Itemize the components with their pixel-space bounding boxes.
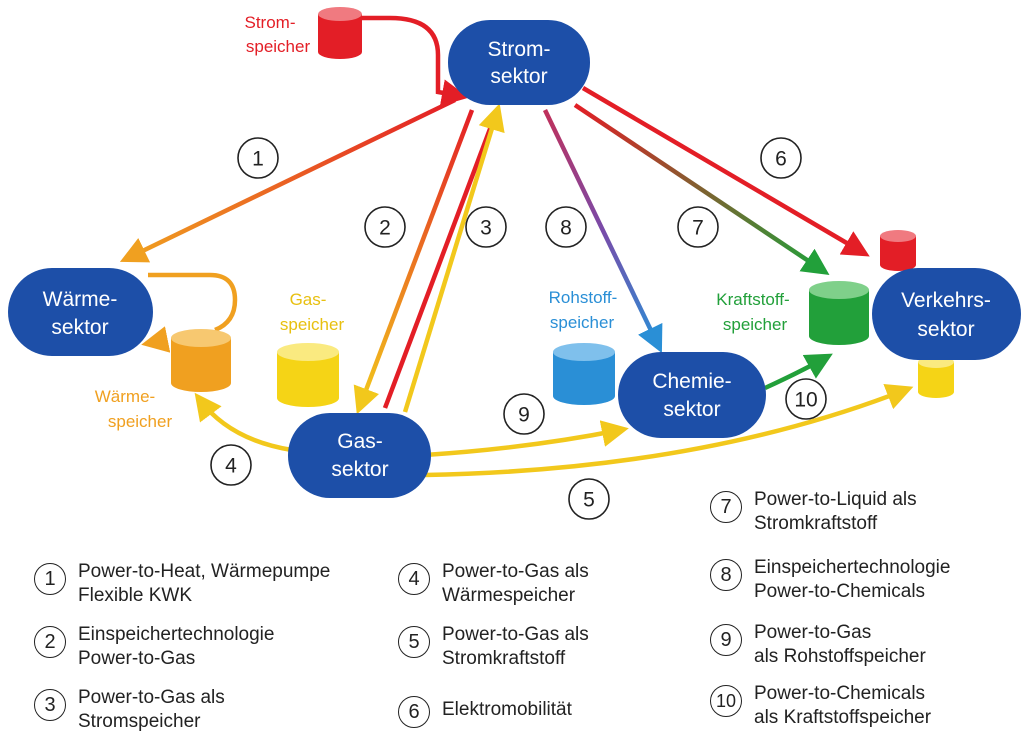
strom-sektor-line2: sektor	[490, 65, 547, 88]
verkehr-strom-cylinder	[880, 230, 916, 271]
rohstoff-speicher-label-2: speicher	[550, 313, 615, 332]
verkehr-gas-cylinder	[918, 356, 954, 398]
rohstoff-speicher-cylinder	[553, 343, 615, 405]
kraftstoff-speicher-cylinder	[809, 281, 869, 345]
waerme-sektor: Wärme- sektor	[8, 268, 153, 356]
arrow-8	[542, 109, 663, 354]
arrow-4	[194, 392, 293, 453]
strom-speicher-label-2: speicher	[246, 37, 311, 56]
gas-sektor-line2: sektor	[331, 458, 388, 481]
svg-text:3: 3	[480, 217, 492, 240]
gas-sektor-line1: Gas-	[337, 430, 383, 453]
legend-number: 9	[710, 624, 742, 656]
chemie-sektor: Chemie- sektor	[618, 352, 766, 438]
verkehr-sektor-line1: Verkehrs-	[901, 289, 991, 312]
svg-text:4: 4	[225, 455, 237, 478]
arrow-1	[119, 97, 456, 263]
gas-speicher-cylinder	[277, 343, 339, 407]
number-circle-6: 6	[760, 137, 802, 179]
arrow-3-red	[382, 112, 499, 409]
number-circle-4: 4	[210, 444, 252, 486]
chemie-sektor-line2: sektor	[663, 398, 720, 421]
legend-number: 7	[710, 491, 742, 523]
strom-sektor: Strom- sektor	[448, 20, 590, 105]
svg-text:5: 5	[583, 489, 595, 512]
number-circle-1: 1	[237, 137, 279, 179]
verkehr-sektor-line2: sektor	[917, 318, 974, 341]
arrow-7	[573, 103, 830, 275]
strom-speicher-loop-arrow	[330, 15, 469, 107]
svg-text:1: 1	[252, 148, 264, 171]
kraftstoff-speicher-label-2: speicher	[723, 315, 788, 334]
strom-sektor-line1: Strom-	[488, 38, 551, 61]
strom-speicher-label-1: Strom-	[245, 13, 296, 32]
arrow-9	[424, 420, 629, 458]
gas-speicher-label-2: speicher	[280, 315, 345, 334]
waerme-loop-head	[141, 326, 171, 353]
arrow-2	[353, 109, 475, 415]
legend-number: 3	[34, 689, 66, 721]
svg-text:10: 10	[794, 389, 817, 412]
number-circle-10: 10	[785, 378, 827, 420]
legend-number: 5	[398, 626, 430, 658]
svg-text:2: 2	[379, 217, 391, 240]
number-circle-9: 9	[503, 393, 545, 435]
gas-sektor: Gas- sektor	[288, 413, 431, 498]
number-circle-2: 2	[364, 206, 406, 248]
number-circle-3: 3	[465, 206, 507, 248]
chemie-sektor-line1: Chemie-	[652, 370, 731, 393]
kraftstoff-speicher-label-1: Kraftstoff-	[716, 290, 789, 309]
svg-text:6: 6	[775, 148, 787, 171]
legend-item-6: 6 Elektromobilität	[398, 693, 572, 728]
legend-number: 4	[398, 563, 430, 595]
legend-number: 2	[34, 626, 66, 658]
arrow-10	[764, 353, 833, 391]
svg-text:8: 8	[560, 217, 572, 240]
svg-text:9: 9	[518, 404, 530, 427]
number-circle-7: 7	[677, 206, 719, 248]
arrow-3-yellow	[402, 103, 505, 413]
sector-coupling-diagram: Strom- sektor Wärme- sektor Gas- sektor …	[8, 7, 1021, 520]
waerme-sektor-line1: Wärme-	[43, 288, 118, 311]
legend-number: 10	[710, 685, 742, 717]
legend-number: 6	[398, 696, 430, 728]
legend-number: 8	[710, 559, 742, 591]
verkehr-sektor: Verkehrs- sektor	[872, 268, 1021, 360]
svg-text:7: 7	[692, 217, 704, 240]
strom-speicher-cylinder	[318, 7, 362, 59]
number-circle-8: 8	[545, 206, 587, 248]
gas-speicher-label-1: Gas-	[290, 290, 327, 309]
waerme-speicher-label-1: Wärme-	[95, 387, 155, 406]
rohstoff-speicher-label-1: Rohstoff-	[549, 288, 618, 307]
arrow-6	[581, 86, 870, 257]
waerme-speicher-label-2: speicher	[108, 412, 173, 431]
waerme-loop-arrow	[148, 272, 238, 333]
waerme-sektor-line2: sektor	[51, 316, 108, 339]
arrow-5	[424, 383, 914, 478]
number-circle-5: 5	[568, 478, 610, 520]
legend-text: Elektromobilität	[442, 699, 572, 720]
legend-number: 1	[34, 563, 66, 595]
waerme-speicher-cylinder	[171, 329, 231, 392]
